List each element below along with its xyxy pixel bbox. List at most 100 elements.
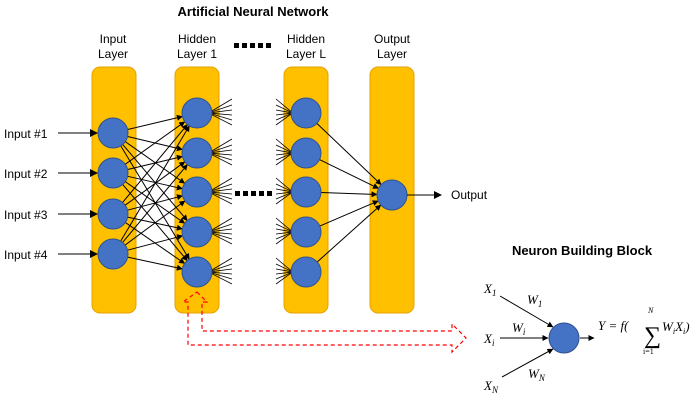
connection-line <box>275 272 292 280</box>
connection-line <box>211 233 233 245</box>
connection-line <box>211 113 233 121</box>
connection-line <box>211 152 233 156</box>
connection-line <box>275 109 292 114</box>
connection-line <box>275 223 292 232</box>
connection-line <box>275 232 292 240</box>
connection-line <box>211 188 233 192</box>
hidden1-outgoing-stubs <box>211 98 233 285</box>
connection-line <box>275 153 292 166</box>
connection-line <box>275 149 292 154</box>
connection-line <box>127 175 183 191</box>
hiddenL-neuron-2 <box>290 137 322 169</box>
hidden-layer-l-label-line2: Layer L <box>286 47 326 61</box>
input-label-1: Input #1 <box>4 127 48 141</box>
input-layer-bar <box>91 66 137 314</box>
connection-line <box>122 124 188 203</box>
connection-line <box>275 232 292 245</box>
connection-line <box>316 204 382 263</box>
connections-input-to-hidden1 <box>120 114 190 271</box>
connection-line <box>127 114 183 131</box>
hidden-layer-1-label-line1: Hidden <box>178 32 216 46</box>
neuron-xn-label: XN <box>483 378 499 395</box>
connection-line <box>275 272 292 285</box>
connection-line <box>211 273 233 285</box>
connection-line <box>275 188 292 193</box>
connection-line <box>275 144 292 153</box>
input-neuron-1 <box>97 117 129 149</box>
connection-line <box>275 153 292 161</box>
connection-line <box>127 234 183 251</box>
connection-line <box>211 271 233 275</box>
connection-line <box>275 104 292 113</box>
connection-line <box>275 257 292 271</box>
input-label-2: Input #2 <box>4 167 48 181</box>
input-layer-label-line1: Input <box>100 32 127 46</box>
connection-line <box>275 191 292 195</box>
connection-line <box>275 183 292 192</box>
connection-line <box>319 200 379 227</box>
connection-line <box>320 191 378 198</box>
hidden-layer-l-label-line1: Hidden <box>287 32 325 46</box>
neuron-formula: Y = f( ∑ N i=1 WiXi) <box>598 306 690 356</box>
hidden-layer-1-label-line2: Layer 1 <box>177 47 217 61</box>
connection-line <box>211 104 233 113</box>
connection-line <box>211 114 233 126</box>
connection-line <box>211 268 233 272</box>
formula-sum-symbol: ∑ <box>644 323 661 349</box>
connection-line <box>275 113 292 126</box>
input-layer-label-line2: Layer <box>98 47 128 61</box>
neuron-xi-label: Xi <box>483 331 495 348</box>
hidden1-neuron-4 <box>181 216 213 248</box>
hiddenL-incoming-stubs <box>275 98 292 285</box>
hidden1-neuron-2 <box>181 137 213 169</box>
middle-ellipsis <box>235 191 272 196</box>
connection-line <box>211 232 233 240</box>
input-neurons <box>97 117 129 270</box>
hidden1-neuron-3 <box>181 176 213 208</box>
output-layer-label-line1: Output <box>374 32 411 46</box>
hiddenL-neuron-1 <box>290 97 322 129</box>
connection-line <box>275 231 292 235</box>
connection-line <box>275 152 292 156</box>
connection-line <box>319 159 379 189</box>
hidden1-neuron-1 <box>181 97 213 129</box>
connection-line <box>275 228 292 233</box>
connection-line <box>211 153 233 161</box>
connection-line <box>211 272 233 280</box>
connection-line <box>211 183 233 192</box>
connection-line <box>211 231 233 235</box>
hiddenL-neuron-5 <box>290 256 322 288</box>
connection-line <box>211 191 233 195</box>
connection-line <box>124 200 186 246</box>
connection-line <box>211 177 233 191</box>
formula-lhs: Y = f( <box>598 318 629 333</box>
formula-sum-upper: N <box>647 306 654 315</box>
formula-sum-lower: i=1 <box>643 347 654 356</box>
connection-line <box>275 138 292 152</box>
input-neuron-4 <box>97 238 129 270</box>
connection-line <box>275 112 292 116</box>
connection-line <box>211 257 233 271</box>
neuron-wi-label: Wi <box>512 320 526 337</box>
neuron-x1-label: X1 <box>483 281 496 298</box>
neuron-block-arrows <box>499 295 595 378</box>
connections-hiddenL-to-output <box>316 122 382 263</box>
formula-body: WiXi) <box>662 319 690 336</box>
connection-line <box>120 125 190 242</box>
neuron-w1-label: W1 <box>527 292 542 309</box>
output-layer-label-line2: Layer <box>377 47 407 61</box>
input-arrows <box>58 129 98 258</box>
neuron-block-title: Neuron Building Block <box>512 243 653 258</box>
neuron-block-neuron <box>548 322 580 354</box>
diagram-title: Artificial Neural Network <box>178 4 330 19</box>
connection-line <box>211 192 233 200</box>
hiddenL-neuron-4 <box>290 216 322 248</box>
connection-line <box>211 217 233 231</box>
connection-line <box>275 268 292 273</box>
hidden1-neurons <box>181 97 213 288</box>
input-label-3: Input #3 <box>4 208 48 222</box>
connection-line <box>211 228 233 232</box>
connection-line <box>211 98 233 112</box>
hiddenL-neuron-3 <box>290 176 322 208</box>
